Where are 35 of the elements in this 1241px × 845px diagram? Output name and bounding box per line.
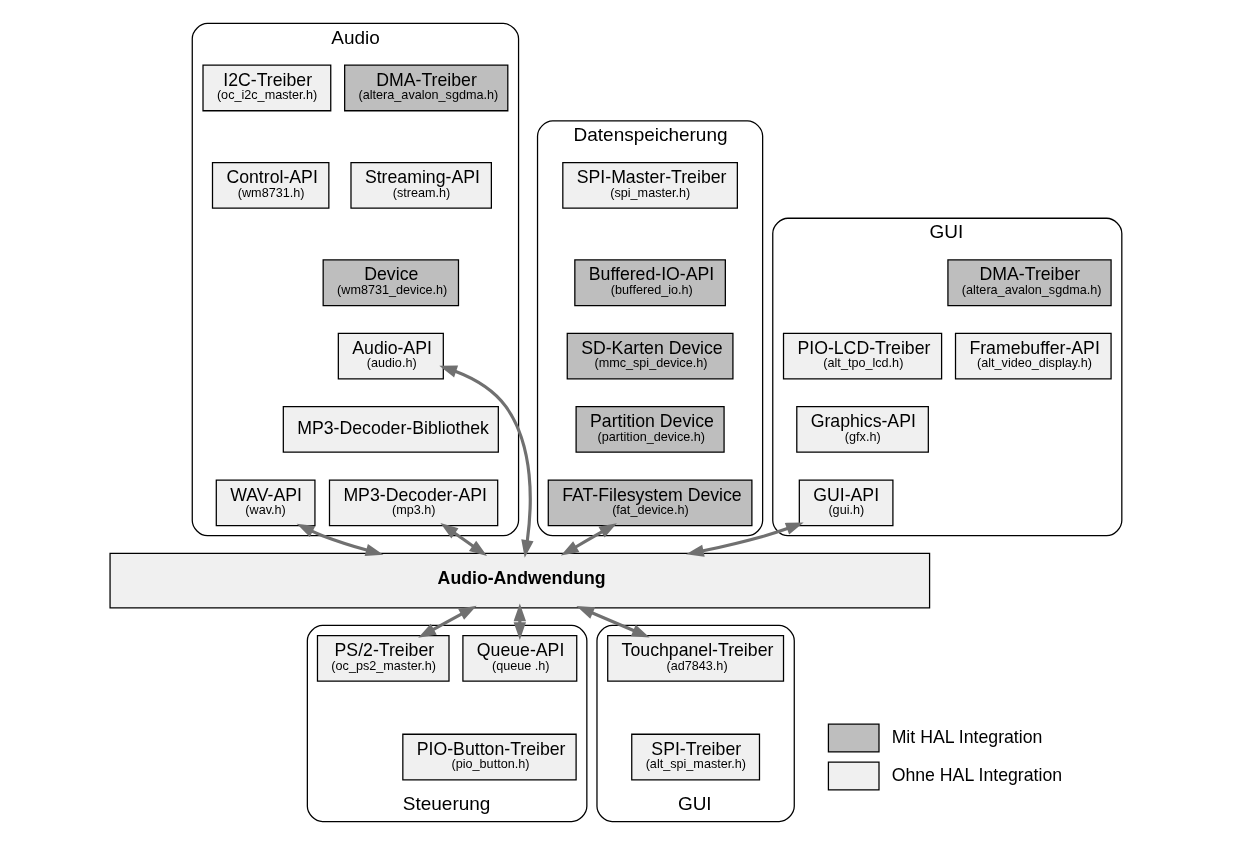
node-box: PS/2-Treiber (oc_ps2_master.h) (316, 634, 450, 682)
node-box: PIO-LCD-Treiber (alt_tpo_lcd.h) (782, 332, 942, 380)
node-box: Touchpanel-Treiber (ad7843.h) (606, 634, 784, 682)
node-box: DMA-Treiber (altera_avalon_sgdma.h) (343, 64, 508, 112)
node-box: MP3-Decoder-Bibliothek (282, 406, 499, 453)
legend-label: Mit HAL Integration (891, 726, 1042, 747)
node-box: DMA-Treiber (altera_avalon_sgdma.h) (946, 259, 1112, 307)
node-box: Control-API (wm8731.h) (211, 161, 329, 209)
node-box: Framebuffer-API (alt_video_display.h) (954, 332, 1112, 380)
arrow (439, 523, 487, 557)
node-box: SD-Karten Device (mmc_spi_device.h) (566, 332, 734, 380)
arrow (438, 365, 534, 558)
node-box: WAV-API (wav.h) (215, 479, 316, 527)
node-box: I2C-Treiber (oc_i2c_master.h) (201, 64, 331, 112)
node-box: Device (wm8731_device.h) (322, 259, 459, 307)
node-box: MP3-Decoder-API (mp3.h) (328, 479, 498, 527)
node-box: PIO-Button-Treiber (pio_button.h) (401, 733, 577, 781)
arrow (417, 605, 477, 638)
node-box: SPI-Treiber (alt_spi_master.h) (630, 733, 760, 781)
node-box: Streaming-API (stream.h) (349, 161, 492, 209)
node-box: FAT-Filesystem Device (fat_device.h) (547, 479, 753, 527)
arrow (685, 522, 804, 557)
arrow (513, 603, 526, 640)
legend-label: Ohne HAL Integration (891, 764, 1062, 785)
node-box: GUI-API (gui.h) (798, 479, 894, 527)
node-box: Partition Device (partition_device.h) (574, 406, 725, 453)
node-box: Audio-API (audio.h) (337, 332, 444, 380)
arrow (560, 523, 617, 556)
node-box: Graphics-API (gfx.h) (795, 406, 929, 453)
arrow (296, 523, 383, 556)
node-box: Buffered-IO-API (buffered_io.h) (573, 259, 726, 307)
node-box: SPI-Master-Treiber (spi_master.h) (561, 161, 738, 209)
arrow (575, 606, 650, 638)
node-box: Queue-API (queue .h) (461, 634, 577, 682)
node-box: Audio-Andwendung (108, 552, 930, 609)
